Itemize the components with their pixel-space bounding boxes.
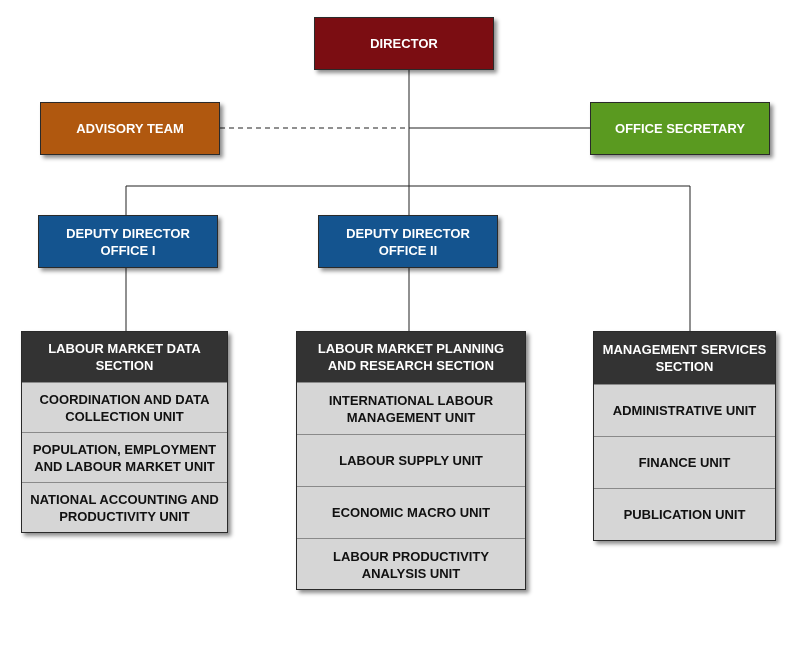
deputy-director-office-1-box: DEPUTY DIRECTOR OFFICE I	[38, 215, 218, 268]
labour-market-planning-section: LABOUR MARKET PLANNING AND RESEARCH SECT…	[296, 331, 526, 590]
advisory-team-box: ADVISORY TEAM	[40, 102, 220, 155]
unit-box: PUBLICATION UNIT	[594, 488, 775, 540]
office-secretary-box: OFFICE SECRETARY	[590, 102, 770, 155]
unit-box: LABOUR SUPPLY UNIT	[297, 434, 525, 486]
unit-box: ECONOMIC MACRO UNIT	[297, 486, 525, 538]
labour-market-data-section: LABOUR MARKET DATA SECTION COORDINATION …	[21, 331, 228, 533]
section-title: MANAGEMENT SERVICES SECTION	[594, 332, 775, 384]
unit-box: COORDINATION AND DATA COLLECTION UNIT	[22, 382, 227, 432]
section-title: LABOUR MARKET PLANNING AND RESEARCH SECT…	[297, 332, 525, 382]
section-title: LABOUR MARKET DATA SECTION	[22, 332, 227, 382]
unit-box: INTERNATIONAL LABOUR MANAGEMENT UNIT	[297, 382, 525, 434]
unit-box: FINANCE UNIT	[594, 436, 775, 488]
unit-box: LABOUR PRODUCTIVITY ANALYSIS UNIT	[297, 538, 525, 590]
deputy-director-office-2-box: DEPUTY DIRECTOR OFFICE II	[318, 215, 498, 268]
unit-box: POPULATION, EMPLOYMENT AND LABOUR MARKET…	[22, 432, 227, 482]
unit-box: ADMINISTRATIVE UNIT	[594, 384, 775, 436]
director-box: DIRECTOR	[314, 17, 494, 70]
management-services-section: MANAGEMENT SERVICES SECTION ADMINISTRATI…	[593, 331, 776, 541]
unit-box: NATIONAL ACCOUNTING AND PRODUCTIVITY UNI…	[22, 482, 227, 532]
